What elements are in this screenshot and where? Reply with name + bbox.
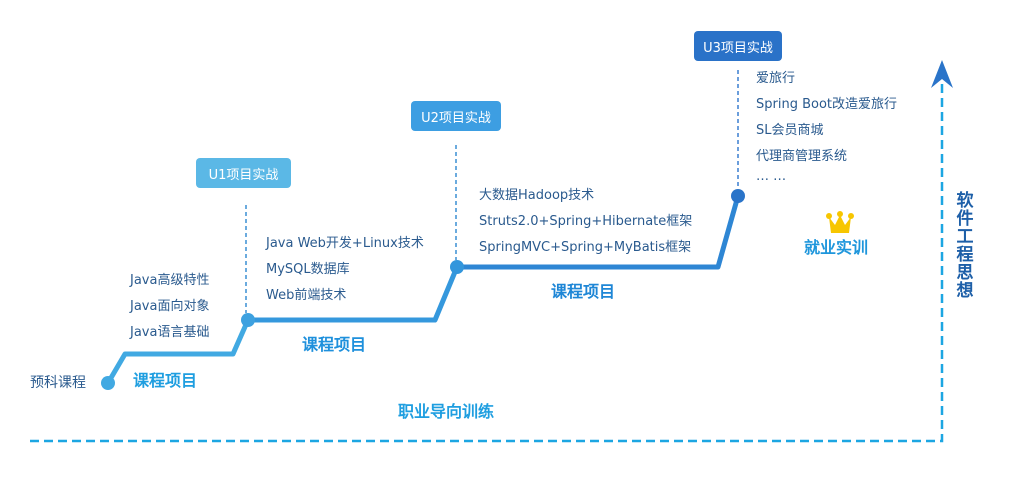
topic-item: Java面向对象 [130,299,210,314]
vertical-axis-char: 想 [956,281,974,301]
start-label: 预科课程 [30,375,86,391]
path-segment-3 [457,195,741,270]
vertical-axis-label: 软 件 工 程 思 想 [955,192,975,300]
node-u3 [731,189,745,203]
crown-icon [826,211,854,233]
topic-item: SL会员商城 [756,123,824,138]
stage1-label: 课程项目 [133,371,198,390]
stage4-topic-list: 爱旅行 Spring Boot改造爱旅行 SL会员商城 代理商管理系统 … … [756,72,897,196]
vertical-axis-char: 软 [956,191,974,211]
stage2-label: 课程项目 [302,335,367,354]
node-u1 [241,313,255,327]
path-segment-2 [248,266,460,323]
milestone-u2: U2项目实战 [411,101,501,131]
topic-item-ellipsis: … … [756,169,787,184]
node-start [101,376,115,390]
topic-item: 爱旅行 [756,71,796,86]
topic-item: SpringMVC+Spring+MyBatis框架 [479,240,692,255]
vertical-axis-char: 思 [956,263,974,283]
node-u2 [450,260,464,274]
stage3-topic-list: 大数据Hadoop技术 Struts2.0+Spring+Hibernate框架… [479,189,692,267]
topic-item: Java Web开发+Linux技术 [266,236,424,251]
topic-item: Web前端技术 [266,288,347,303]
axis-dashed-line [30,72,944,443]
stage3-label: 课程项目 [551,282,616,301]
topic-item: 代理商管理系统 [756,149,848,164]
stage1-topic-list: Java高级特性 Java面向对象 Java语言基础 [130,274,209,352]
path-segment-1 [105,318,251,385]
topic-item: Spring Boot改造爱旅行 [756,97,898,112]
vertical-axis-char: 件 [956,209,974,229]
milestone-u3: U3项目实战 [694,31,782,61]
arrow-up-icon [931,60,953,88]
topic-item: MySQL数据库 [266,262,350,277]
vertical-axis-char: 工 [956,227,974,247]
vertical-axis-char: 程 [956,245,974,265]
topic-item: 大数据Hadoop技术 [479,188,595,203]
milestone-u1: U1项目实战 [196,158,291,188]
topic-item: Java语言基础 [130,325,210,340]
stage4-label: 就业实训 [804,238,869,257]
topic-item: Java高级特性 [130,273,210,288]
stage2-topic-list: Java Web开发+Linux技术 MySQL数据库 Web前端技术 [266,237,424,315]
horizontal-axis-label: 职业导向训练 [398,402,495,421]
topic-item: Struts2.0+Spring+Hibernate框架 [479,214,693,229]
